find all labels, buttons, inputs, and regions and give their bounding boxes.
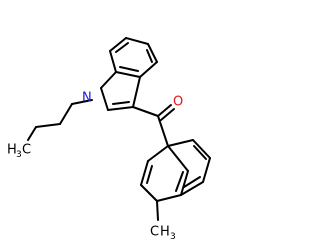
double-bond <box>193 145 207 160</box>
bond <box>59 103 73 125</box>
bond <box>35 123 61 128</box>
methyl-bond <box>156 200 159 221</box>
bond <box>139 61 158 78</box>
bond <box>167 139 194 147</box>
bond <box>180 170 189 196</box>
bond <box>132 76 141 108</box>
butyl-terminal-label: H 3 C <box>7 143 31 161</box>
bond <box>109 50 117 73</box>
methyl-carbon-label: C <box>150 225 159 240</box>
bond <box>107 106 134 111</box>
bond <box>125 37 149 45</box>
bond <box>180 181 204 196</box>
double-bond <box>183 176 201 188</box>
double-bond <box>160 108 175 121</box>
bond <box>71 99 93 105</box>
double-bond <box>112 101 130 105</box>
nitrogen-atom-label: N <box>82 91 92 106</box>
butyl-chain <box>27 99 93 141</box>
carbonyl-group <box>132 104 175 147</box>
double-bond <box>115 42 129 53</box>
indole-pyrrole-ring <box>100 71 141 111</box>
oxygen-atom-label: O <box>173 95 183 110</box>
bond <box>27 126 37 141</box>
bond <box>100 71 117 89</box>
naphthalene-ring-a <box>140 145 189 202</box>
bond <box>115 71 141 78</box>
bond <box>167 145 189 172</box>
bond <box>147 43 158 63</box>
bond <box>109 37 127 52</box>
bond <box>147 145 169 162</box>
bond <box>157 115 169 147</box>
chemical-structure: N O C H 3 H 3 C <box>7 37 211 243</box>
methyl-label: C H 3 <box>150 225 176 243</box>
double-bond <box>146 49 153 63</box>
butyl-carbon-label: C <box>22 143 31 158</box>
double-bond <box>146 165 153 184</box>
methyl-hydrogen-label: H <box>160 225 170 240</box>
bond <box>192 139 211 159</box>
indole-benzene-ring <box>109 37 158 78</box>
bond <box>156 194 182 202</box>
double-bond <box>175 171 184 192</box>
bond <box>140 160 149 186</box>
bond <box>100 87 109 111</box>
double-bond <box>119 66 139 72</box>
double-bond <box>157 104 172 117</box>
bond <box>202 157 211 183</box>
butyl-subscript: 3 <box>16 150 22 160</box>
naphthalene-ring-b <box>167 139 211 196</box>
butyl-hydrogen-label: H <box>7 143 17 158</box>
methyl-subscript: 3 <box>170 232 176 242</box>
bond <box>140 184 158 202</box>
bond <box>132 106 159 117</box>
